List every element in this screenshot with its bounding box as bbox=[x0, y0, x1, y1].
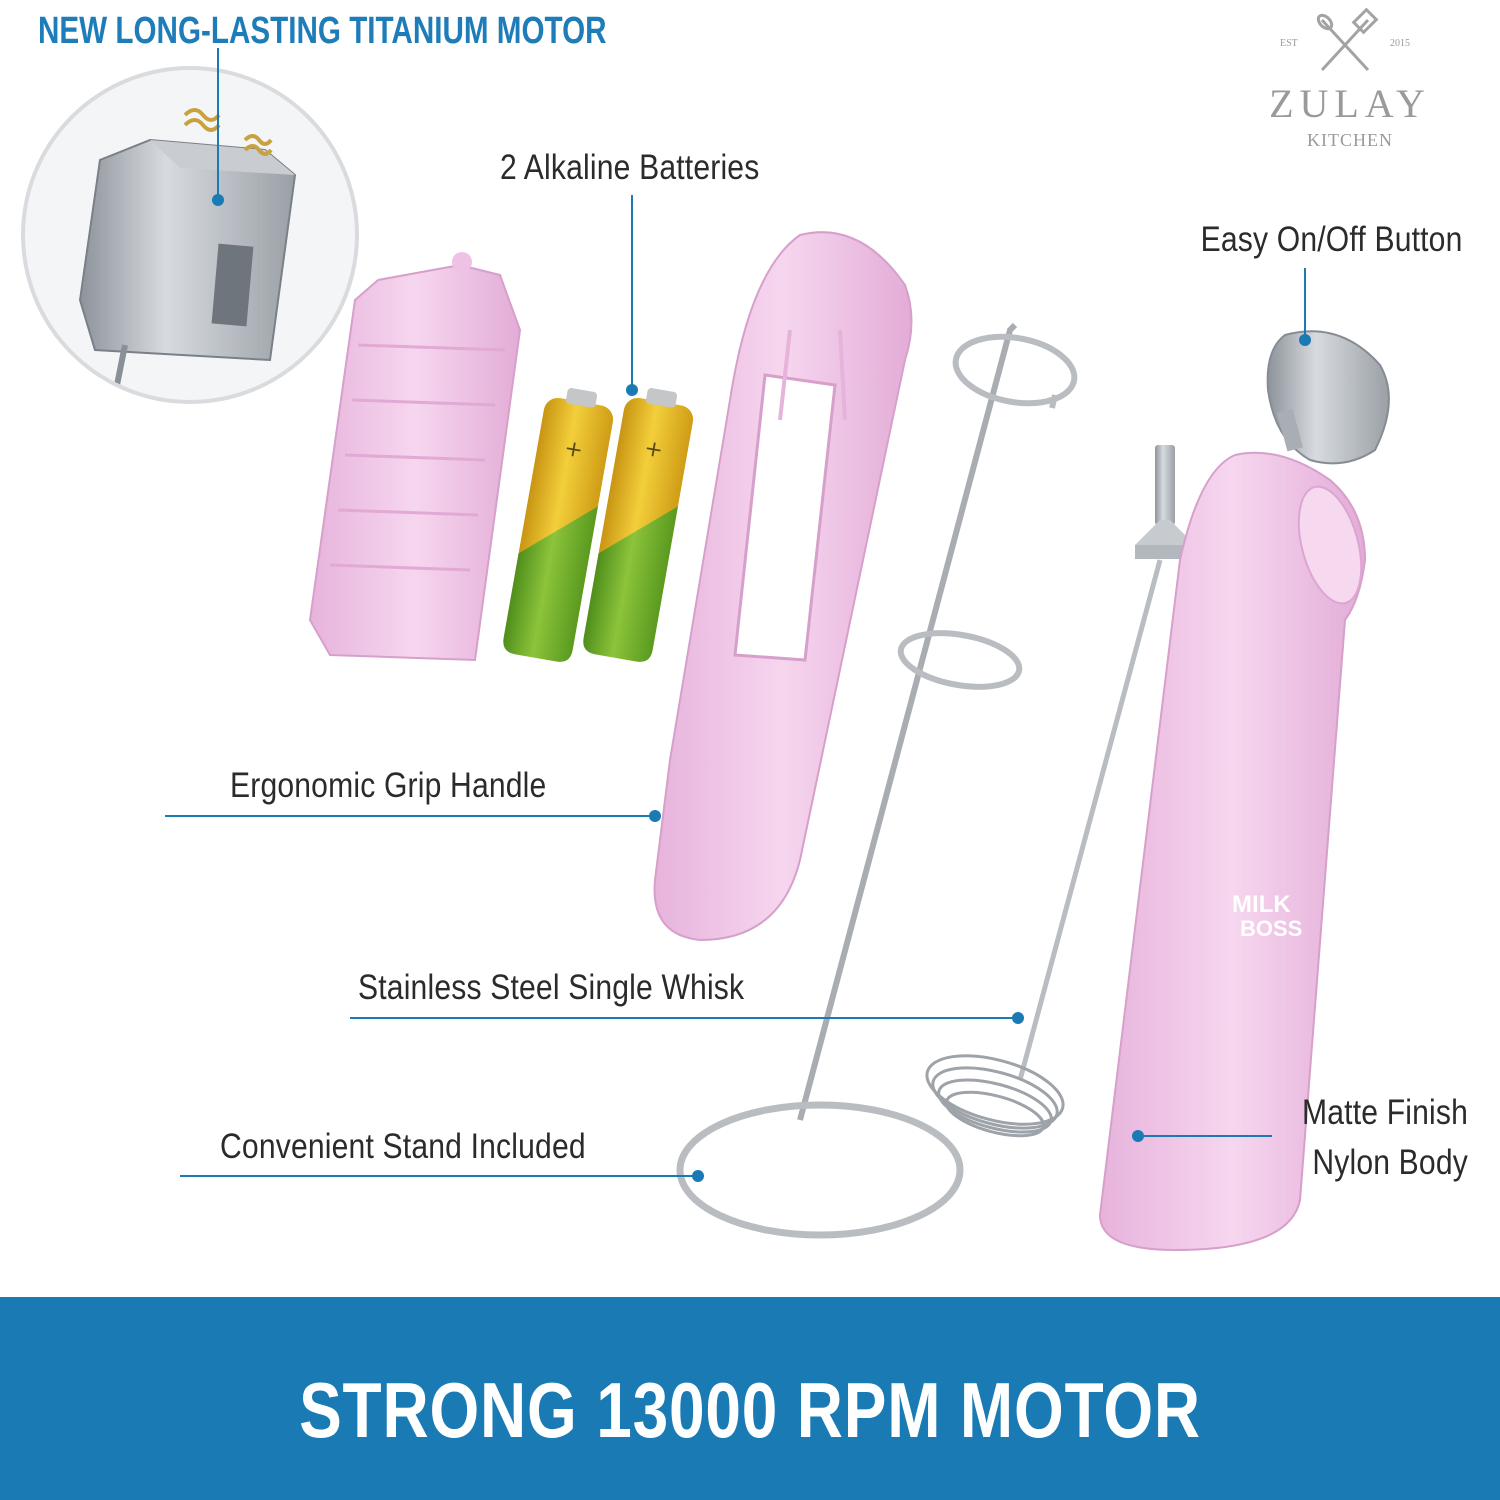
label-stand: Convenient Stand Included bbox=[220, 1127, 586, 1166]
motor-icon bbox=[78, 108, 297, 396]
logo-brand: ZULAY bbox=[1269, 81, 1431, 126]
logo-est: EST bbox=[1280, 38, 1298, 49]
label-grip-handle: Ergonomic Grip Handle bbox=[230, 766, 547, 805]
batteries-icon: + + bbox=[503, 195, 694, 662]
logo-year: 2015 bbox=[1390, 38, 1410, 49]
brand-logo: EST 2015 ZULAY KITCHEN bbox=[1250, 20, 1450, 160]
body-logo-line2: BOSS bbox=[1240, 916, 1302, 941]
body-logo-line1: MILK bbox=[1232, 891, 1291, 918]
whisk-icon bbox=[350, 445, 1195, 1138]
label-whisk: Stainless Steel Single Whisk bbox=[358, 968, 745, 1007]
logo-sub: KITCHEN bbox=[1307, 130, 1393, 150]
label-finish-line1: Matte Finish bbox=[1301, 1093, 1468, 1132]
motor-headline: NEW LONG-LASTING TITANIUM MOTOR bbox=[38, 10, 607, 52]
stand-icon bbox=[180, 322, 1078, 1239]
banner-text: STRONG 13000 RPM MOTOR bbox=[299, 1366, 1201, 1454]
battery-plus-label-2: + bbox=[642, 436, 664, 464]
label-batteries: 2 Alkaline Batteries bbox=[500, 148, 760, 187]
label-on-off-button: Easy On/Off Button bbox=[1201, 220, 1463, 259]
frother-body: MILK BOSS bbox=[1098, 451, 1367, 1252]
battery-cover bbox=[308, 252, 522, 662]
handle-shell bbox=[165, 231, 913, 942]
label-finish-line2: Nylon Body bbox=[1312, 1143, 1468, 1182]
power-button-icon bbox=[1266, 268, 1390, 465]
motor-inset bbox=[21, 48, 359, 404]
logo-utensils-icon bbox=[1316, 7, 1379, 72]
battery-plus-label: + bbox=[562, 436, 584, 464]
bottom-banner bbox=[0, 1297, 1500, 1500]
